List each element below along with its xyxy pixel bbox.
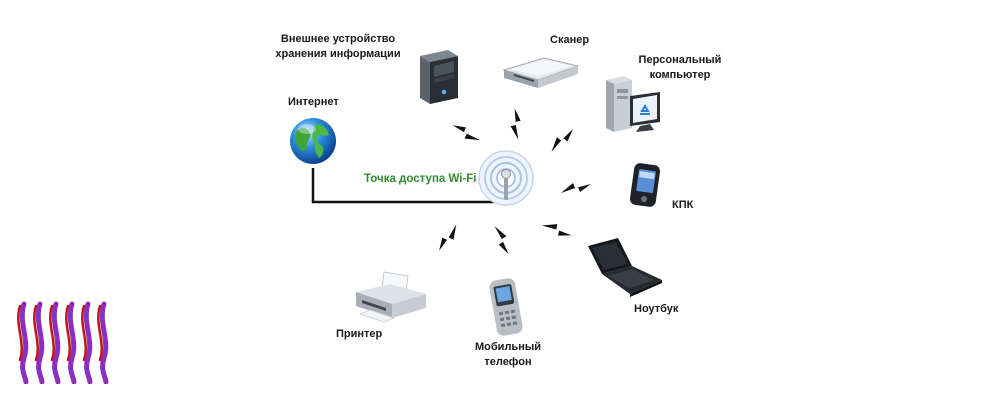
storage-label-text: Внешнее устройство хранения информации [275,33,401,60]
signal-bolt [561,183,591,193]
pda-icon [629,163,661,207]
mobile-phone [488,277,524,337]
wifi-access-point [478,150,534,206]
laptop [584,236,664,298]
signal-bolt [508,108,524,140]
storage-label: Внешнее устройство хранения информации [270,32,406,62]
wifi-access-point-icon [478,150,534,206]
pda-label: КПК [672,199,694,211]
laptop-label: Ноутбук [634,303,679,315]
logo-wave-icon [17,301,109,384]
scanner [500,50,580,90]
scanner-icon [502,57,580,88]
mobile-phone-icon [489,278,523,336]
pc-label-text: Персональный компьютер [638,54,722,81]
desktop-computer-icon [606,76,660,132]
globe-icon [290,118,336,164]
phone-label: Мобильный телефон [466,340,550,370]
access-point-label: Точка доступа Wi-Fi [364,173,477,185]
external-storage-icon [420,50,458,104]
printer-label: Принтер [336,328,383,340]
signal-bolt [433,224,463,252]
internet-label: Интернет [288,96,339,108]
pc-label: Персональный компьютер [625,53,735,83]
signal-bolt [541,217,573,243]
signal-bolt [546,128,578,152]
personal-computer [602,74,664,134]
laptop-icon [588,238,662,297]
scanner-label: Сканер [550,34,590,46]
signal-bolt [494,224,510,256]
phone-label-text: Мобильный телефон [475,341,541,368]
printer [350,270,430,324]
external-storage [414,48,462,106]
printer-icon [356,271,426,323]
internet-globe [288,116,338,168]
pda [626,162,662,208]
signal-bolt [451,118,481,148]
